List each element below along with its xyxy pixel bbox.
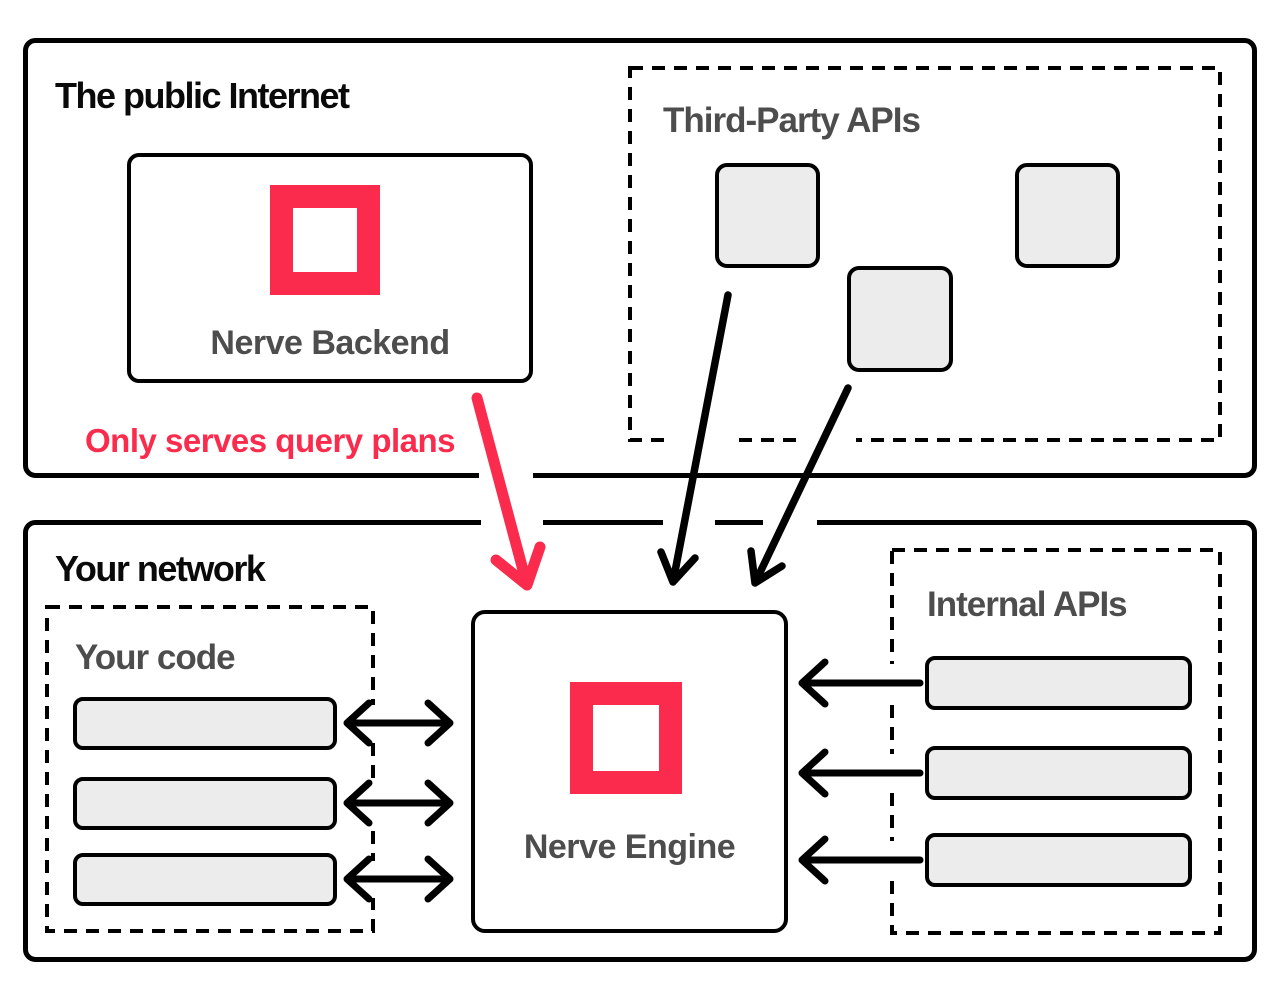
nerve-logo-icon	[570, 682, 682, 794]
internal-api-arrow	[798, 748, 924, 798]
your-code-bidirectional-arrow	[343, 779, 454, 827]
your-code-service-box	[73, 777, 337, 830]
third-party-api-box	[847, 266, 953, 372]
third-party-apis-title: Third-Party APIs	[663, 101, 921, 140]
your-code-bidirectional-arrow	[343, 855, 454, 903]
internal-api-box	[925, 656, 1192, 710]
public-internet-box	[23, 38, 1257, 478]
internal-api-arrow	[798, 658, 924, 708]
your-network-title: Your network	[55, 548, 266, 589]
nerve-backend-label: Nerve Backend	[210, 324, 450, 362]
third-party-api-box	[715, 163, 820, 268]
your-code-dashed-box	[45, 605, 375, 933]
internal-api-arrow	[798, 835, 924, 885]
public-internet-title: The public Internet	[55, 75, 350, 116]
third-party-to-engine-arrow	[657, 291, 732, 586]
your-code-bidirectional-arrow	[343, 699, 454, 747]
third-party-apis-dashed-box	[628, 66, 1222, 442]
third-party-to-engine-arrow	[747, 384, 852, 587]
query-plans-annotation: Only serves query plans	[85, 422, 456, 459]
internal-api-box	[925, 746, 1192, 800]
border-gap-patch	[479, 470, 533, 486]
internal-api-box	[925, 833, 1192, 887]
your-code-service-box	[73, 853, 337, 906]
third-party-api-box	[1015, 163, 1120, 268]
nerve-engine-label: Nerve Engine	[523, 828, 736, 866]
backend-to-engine-query-plan-arrow	[471, 392, 546, 591]
your-network-box	[23, 520, 1257, 962]
your-code-title: Your code	[75, 638, 236, 677]
internal-apis-dashed-box	[890, 548, 1222, 935]
your-code-service-box	[73, 697, 337, 750]
nerve-logo-icon	[270, 185, 380, 295]
internal-apis-title: Internal APIs	[927, 585, 1128, 624]
